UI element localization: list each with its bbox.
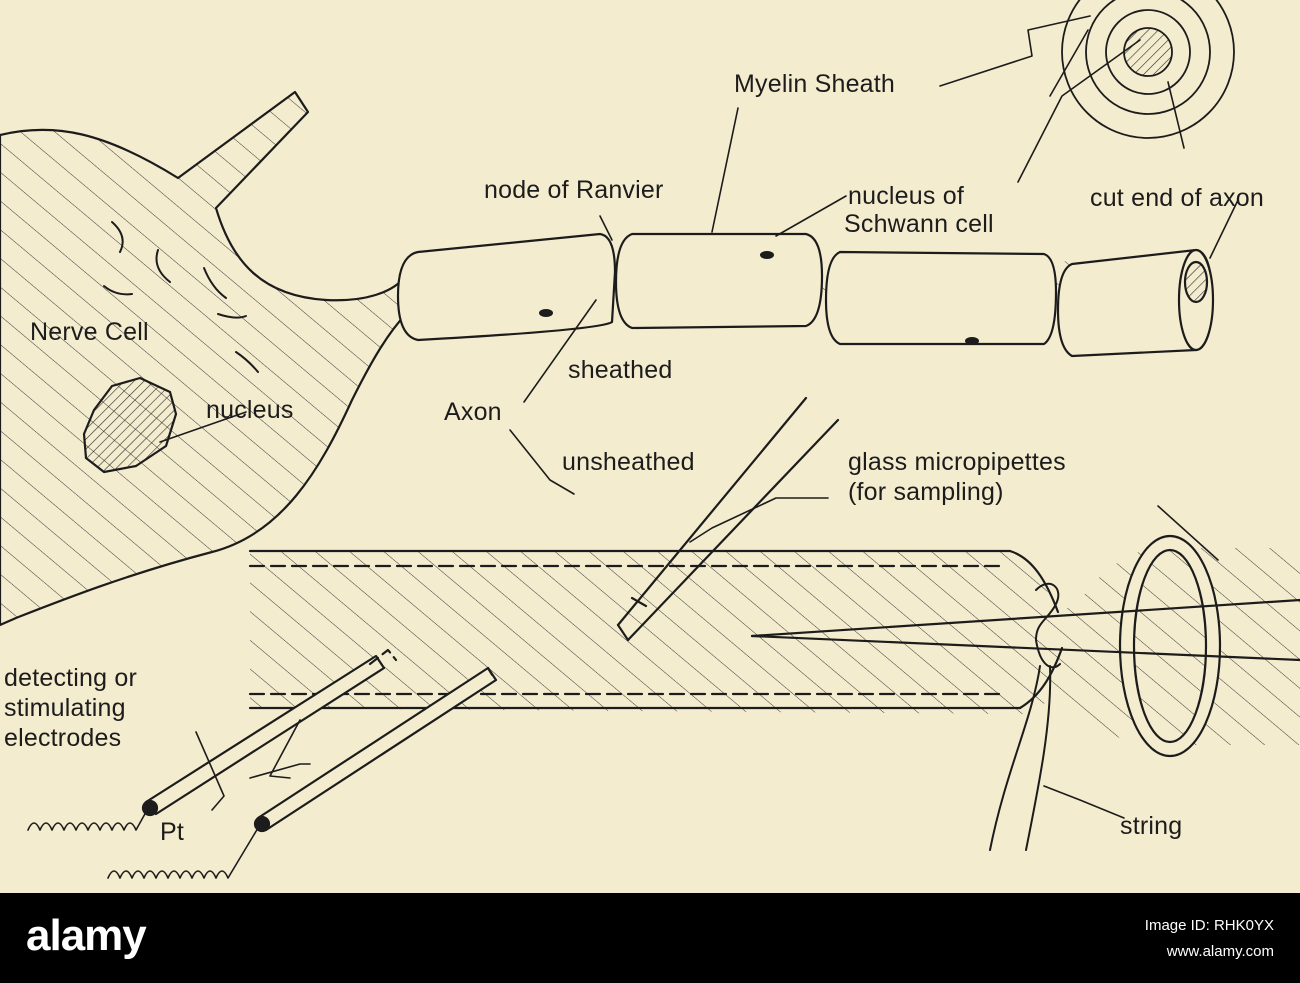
label-sheathed: sheathed [568, 356, 673, 384]
cell-fibrils-group [103, 221, 259, 373]
image-id: Image ID: RHK0YX [1144, 917, 1274, 934]
unsheathed-axon-outline [248, 534, 1222, 758]
image-meta: Image ID: RHK0YX www.alamy.com [1145, 913, 1274, 965]
label-detecting-or: detecting or [4, 664, 138, 692]
label-node-of-ranvier: node of Ranvier [484, 176, 664, 204]
label-stimulating: stimulating [4, 694, 126, 722]
glass-micropipette-horizontal [750, 598, 1300, 662]
label-schwann-cell: Schwann cell [844, 210, 994, 238]
glass-micropipette-diagonal [616, 396, 840, 642]
electrodes [141, 648, 498, 833]
label-unsheathed: unsheathed [562, 448, 695, 476]
label-string: string [1120, 812, 1183, 840]
myelin-segment [396, 232, 617, 342]
cut-end-axon [1183, 260, 1209, 304]
cell-nucleus [82, 376, 178, 474]
myelin-cross-section [1061, 0, 1235, 139]
myelin-segment [614, 232, 824, 330]
unsheathed-axon [250, 548, 1300, 745]
string [989, 583, 1061, 851]
schwann-nuclei [539, 251, 979, 345]
label-glass-micropipettes: glass micropipettes [848, 448, 1066, 476]
label-axon: Axon [444, 398, 502, 426]
label-for-sampling: (for sampling) [848, 478, 1004, 506]
leader-lines [159, 15, 1239, 819]
label-nucleus: nucleus [206, 396, 294, 424]
platinum-wire-coils [27, 811, 259, 879]
label-nucleus-of: nucleus of [848, 182, 964, 210]
nerve-cell-body [0, 90, 408, 627]
label-nerve-cell: Nerve Cell [30, 318, 149, 346]
label-cut-end-of-axon: cut end of axon [1090, 184, 1264, 212]
myelin-segments [396, 232, 1215, 358]
watermark-bar: alamy Image ID: RHK0YX www.alamy.com [0, 893, 1300, 983]
diagram-drawing [0, 0, 1300, 879]
site-url: www.alamy.com [1166, 943, 1274, 960]
label-myelin-sheath: Myelin Sheath [734, 70, 896, 98]
nerve-cell-diagram: Myelin Sheath node of Ranvier nucleus of… [0, 0, 1300, 893]
label-electrodes: electrodes [4, 724, 122, 752]
brand-logo: alamy [26, 911, 147, 960]
label-pt: Pt [160, 818, 185, 846]
myelin-segment [824, 250, 1058, 346]
